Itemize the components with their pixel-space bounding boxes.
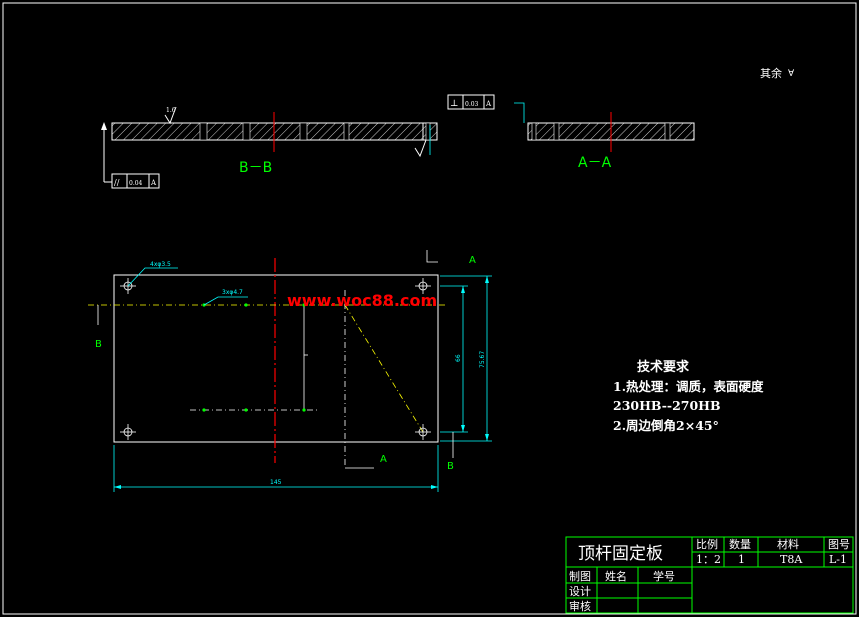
drawing-no-value: L-1 bbox=[829, 553, 847, 566]
dim-overall-width: 145 bbox=[270, 479, 282, 486]
title-block: 顶杆固定板 比例 数量 材料 图号 1：2 1 T8A L-1 制图 姓名 学号… bbox=[565, 536, 854, 614]
scale-header: 比例 bbox=[696, 537, 718, 551]
parallelism-tolerance-frame: // 0.04 A bbox=[111, 173, 160, 189]
tech-req-line3: 2.周边倒角2×45° bbox=[613, 418, 719, 433]
svg-text:⊥: ⊥ bbox=[450, 99, 458, 109]
svg-text:A: A bbox=[150, 179, 157, 187]
student-id-label: 学号 bbox=[653, 569, 675, 583]
svg-text:0.04: 0.04 bbox=[129, 180, 143, 187]
material-value: T8A bbox=[780, 553, 803, 566]
tech-req-line2: 230HB--270HB bbox=[613, 398, 721, 413]
section-aa-label: A－A bbox=[578, 155, 612, 171]
section-bb-label: B－B bbox=[239, 160, 272, 176]
surface-finish-note: 其余 bbox=[760, 66, 782, 80]
quantity-value: 1 bbox=[738, 553, 745, 566]
section-bb-view: 1.6 bbox=[101, 106, 438, 183]
technical-requirements: 技术要求 1.热处理：调质，表面硬度 230HB--270HB 2.周边倒角2×… bbox=[613, 359, 764, 433]
cut-mark-a-top: A bbox=[469, 255, 476, 266]
cut-mark-a-bottom: A bbox=[380, 454, 387, 465]
svg-text://: // bbox=[114, 178, 120, 187]
svg-text:1.6: 1.6 bbox=[166, 107, 176, 114]
dim-height-outer: 75.67 bbox=[479, 351, 486, 368]
part-name: 顶杆固定板 bbox=[578, 544, 663, 564]
cut-mark-b-right: B bbox=[447, 461, 454, 472]
name-label: 姓名 bbox=[605, 569, 627, 583]
material-header: 材料 bbox=[777, 537, 799, 551]
roughness-icon: ∀ bbox=[788, 69, 795, 79]
svg-text:A: A bbox=[485, 100, 492, 108]
scale-value: 1：2 bbox=[696, 553, 721, 566]
review-label: 审核 bbox=[569, 599, 591, 613]
drawing-no-header: 图号 bbox=[828, 538, 850, 551]
hole-callout-1: 4xφ3.5 bbox=[150, 261, 171, 268]
plan-view: 4xφ3.5 3xφ4.7 145 66 75.67 bbox=[88, 250, 492, 492]
svg-text:0.03: 0.03 bbox=[465, 101, 479, 108]
hole-callout-2: 3xφ4.7 bbox=[222, 289, 243, 296]
cut-mark-b-left: B bbox=[95, 339, 102, 350]
dim-height-inner: 66 bbox=[455, 354, 462, 362]
design-label: 设计 bbox=[569, 585, 591, 598]
tech-req-title: 技术要求 bbox=[637, 359, 690, 375]
section-aa-view bbox=[527, 112, 695, 152]
perpendicularity-tolerance-frame: ⊥ 0.03 A bbox=[447, 94, 525, 123]
quantity-header: 数量 bbox=[729, 538, 751, 551]
tech-req-line1: 1.热处理：调质，表面硬度 bbox=[613, 379, 764, 394]
drafted-label: 制图 bbox=[569, 570, 591, 583]
watermark: www.woc88.com bbox=[287, 291, 437, 310]
